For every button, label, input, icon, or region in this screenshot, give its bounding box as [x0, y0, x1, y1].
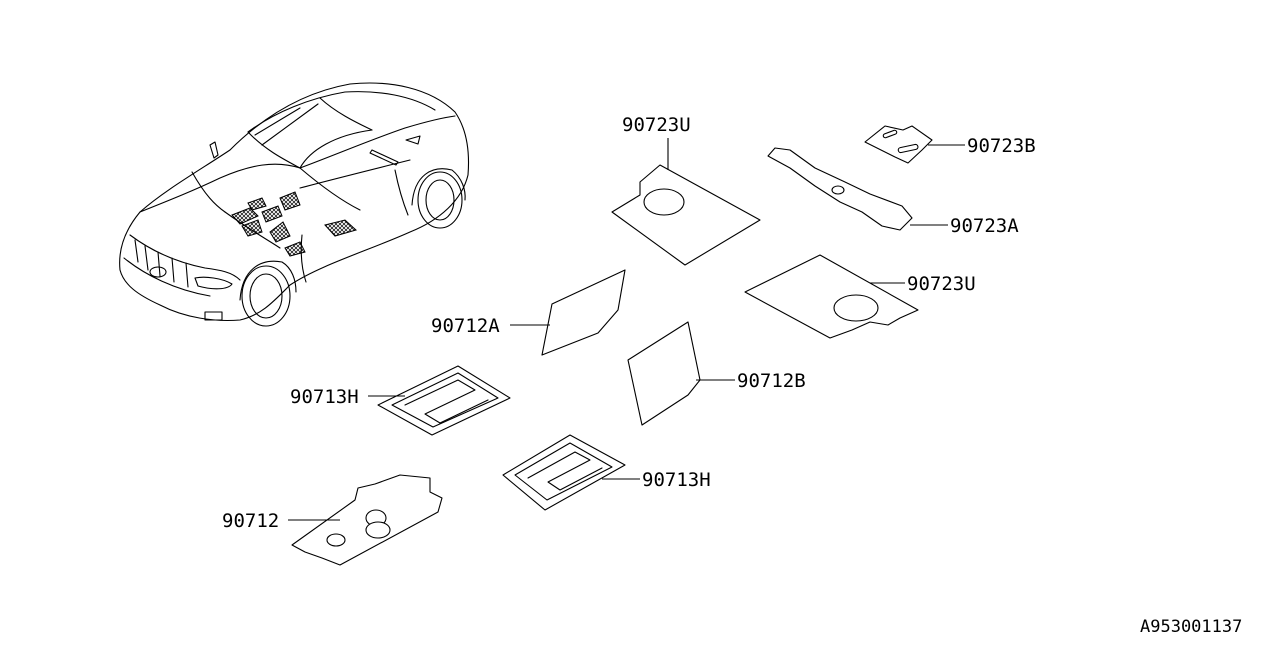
callout-90713H-left: 90713H [290, 386, 359, 408]
callout-90712B: 90712B [737, 370, 806, 392]
callout-90713H-right: 90713H [642, 469, 711, 491]
part-90712A [541, 269, 626, 356]
part-90723A [767, 147, 913, 231]
callout-90723A: 90723A [950, 215, 1019, 237]
callout-90723U-lower: 90723U [907, 273, 976, 295]
leader-lines [288, 138, 965, 521]
part-90723U-lower [744, 254, 919, 339]
part-90723B [864, 125, 933, 164]
part-90713H-right [502, 434, 626, 511]
part-90712 [291, 474, 443, 566]
figure-id: A953001137 [1140, 617, 1242, 637]
callout-90723U-upper: 90723U [622, 114, 691, 136]
callout-90712: 90712 [222, 510, 279, 532]
part-90723U-upper [611, 164, 761, 266]
callout-90712A: 90712A [431, 315, 500, 337]
part-90713H-left [377, 365, 511, 436]
callout-90723B: 90723B [967, 135, 1036, 157]
vehicle-illustration [119, 82, 469, 327]
part-90712B [627, 321, 701, 426]
